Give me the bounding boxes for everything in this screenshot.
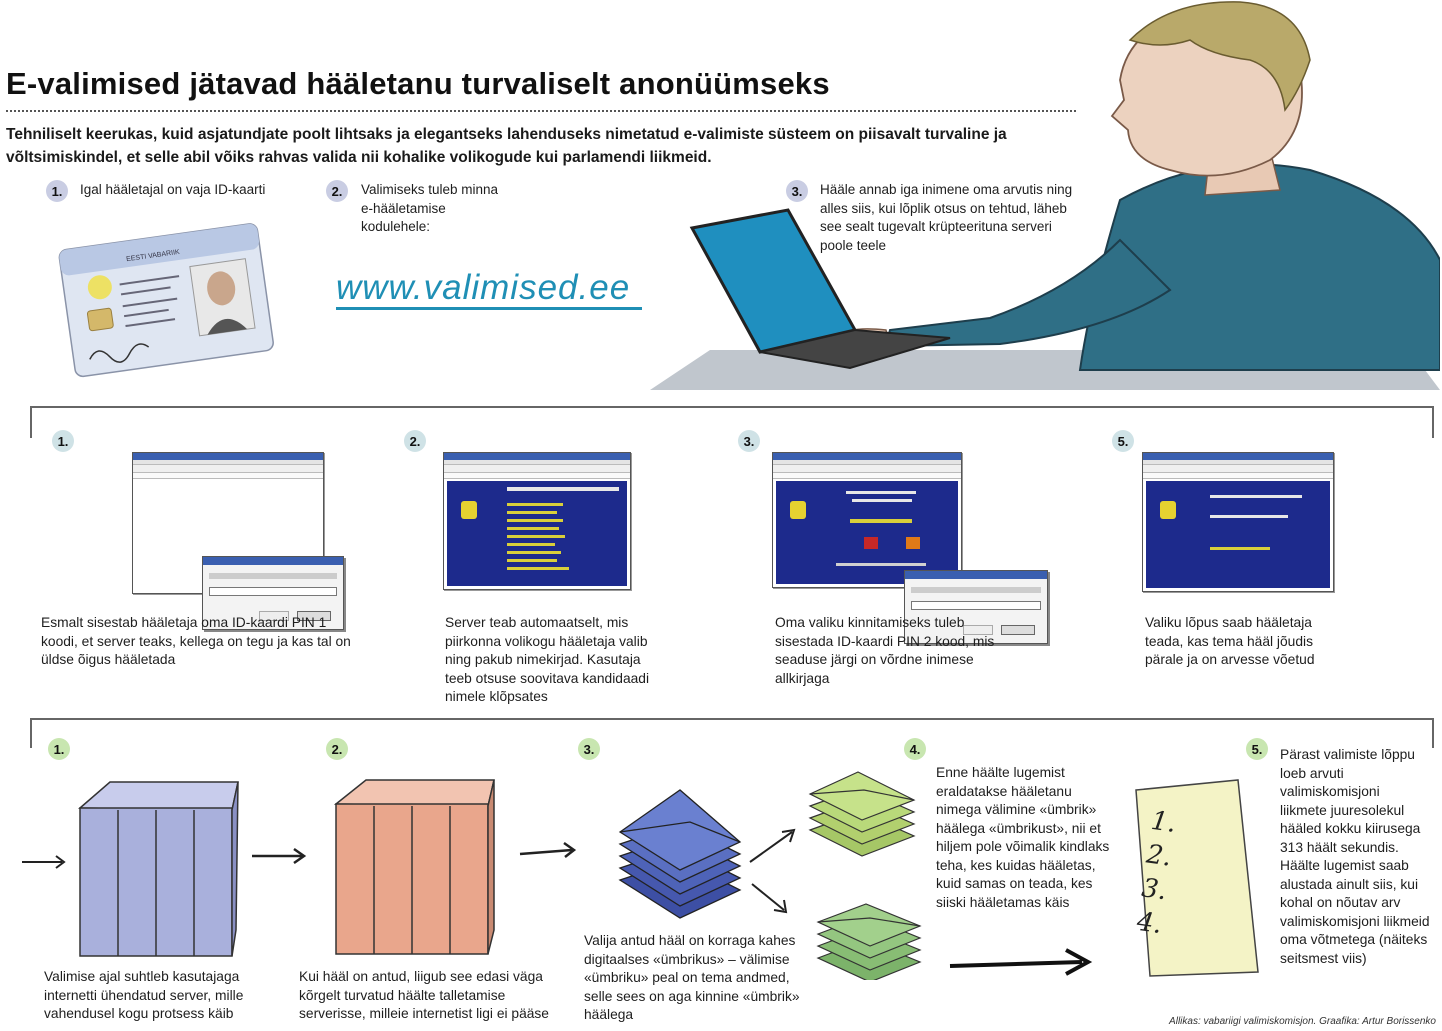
arrow-to-count [949,960,1083,968]
server-2-side [487,779,495,955]
laptop-keyboard [759,328,951,370]
id-card-illustration: EESTI VABARIIK [58,223,274,378]
section-2-right-tick [1432,406,1434,438]
arrow-server-2-to-envelopes [519,848,573,856]
hair [1128,1,1311,112]
top-step-3-text: Hääle annab iga inimene oma arvutis ning… [820,182,1073,253]
green-envelope-stack-top [808,771,916,857]
green-envelope-stack-bottom [816,903,922,980]
screen-step-1-text: Esmalt sisestab hääletaja oma ID-kaardi … [41,615,351,667]
process-step-2-text: Kui hääl on antud, liigub see edasi väga… [299,969,549,1021]
screen-step-3-badge: 3. [738,430,760,452]
screen-step-2-badge: 2. [404,430,426,452]
screen-2-browser [443,452,631,590]
top-step-1-badge: 1. [46,180,68,202]
process-step-2-badge: 2. [326,738,348,760]
screen-5-browser [1142,452,1334,592]
top-step-1-text: Igal hääletajal on vaja ID-kaarti [80,182,266,197]
section-3-left-tick [30,718,32,748]
section-3-right-tick [1432,718,1434,748]
blue-envelope-stack [618,789,742,919]
arrow-to-green-stack-top [749,831,793,863]
process-step-5-badge: 5. [1246,738,1268,760]
ballot-number-2: 2. [1144,839,1174,873]
top-step-2-badge: 2. [326,180,348,202]
page-title: E-valimised jätavad hääletanu turvalisel… [6,66,830,101]
screen-step-1-badge: 1. [52,430,74,452]
top-step-3-badge: 3. [786,180,808,202]
url-underline [336,307,642,310]
process-step-5-text: Pärast valimiste lõppu loeb arvuti valim… [1280,747,1430,966]
screen-3-browser [772,452,962,588]
screen-step-5-badge: 5. [1112,430,1134,452]
ballot-number-1: 1. [1149,805,1178,840]
top-step-2-text: Valimiseks tuleb minna e-hääletamise kod… [361,182,499,234]
server-1-side [231,781,239,957]
section-2-top-rule [30,406,1434,408]
screen-step-3-text: Oma valiku kinnitamiseks tuleb sisestada… [775,615,995,686]
id-card-photo-shoulders [207,319,248,335]
arm [884,238,1172,348]
voter-at-laptop-illustration [650,1,1440,390]
process-step-3-text: Valija antud hääl on korraga kahes digit… [584,933,800,1022]
process-step-4-badge: 4. [904,738,926,760]
server-1-top [78,781,239,811]
screen-step-5-text: Valiku lõpus saab hääletaja teada, kas t… [1145,615,1315,667]
process-illustrations [22,771,1259,980]
ballot-sheet [1135,779,1259,977]
source-credit: Allikas: vabariigi valimiskomisjon. Graa… [1169,1016,1436,1027]
process-step-1-text: Valimise ajal suhtleb kasutajaga interne… [44,969,244,1021]
screen-1-pin1-dialog [202,556,344,630]
intro-text: Tehniliselt keerukas, kuid asjatundjate … [6,126,1007,166]
section-2-left-tick [30,406,32,438]
arrow-to-green-stack-bottom [751,883,785,911]
ballot-number-4: 4. [1135,906,1164,941]
section-3-top-rule [30,718,1434,720]
title-divider [6,110,1076,112]
id-card-emblem [87,275,112,300]
id-card-photo-face [207,271,236,306]
process-step-4-text: Enne häälte lugemist eraldatakse hääleta… [936,765,1110,910]
id-card-signature [89,343,150,363]
server-2-top [333,779,495,807]
valimised-url[interactable]: www.valimised.ee [336,268,631,307]
id-card-header-band [59,223,259,276]
laptop-screen [689,208,858,354]
screen-step-2-text: Server teab automaatselt, mis piirkonna … [445,615,650,704]
process-step-3-badge: 3. [578,738,600,760]
process-step-1-badge: 1. [48,738,70,760]
ballot-number-3: 3. [1139,873,1169,907]
screen-3-pin2-dialog [904,570,1048,644]
id-card-chip [86,307,114,332]
